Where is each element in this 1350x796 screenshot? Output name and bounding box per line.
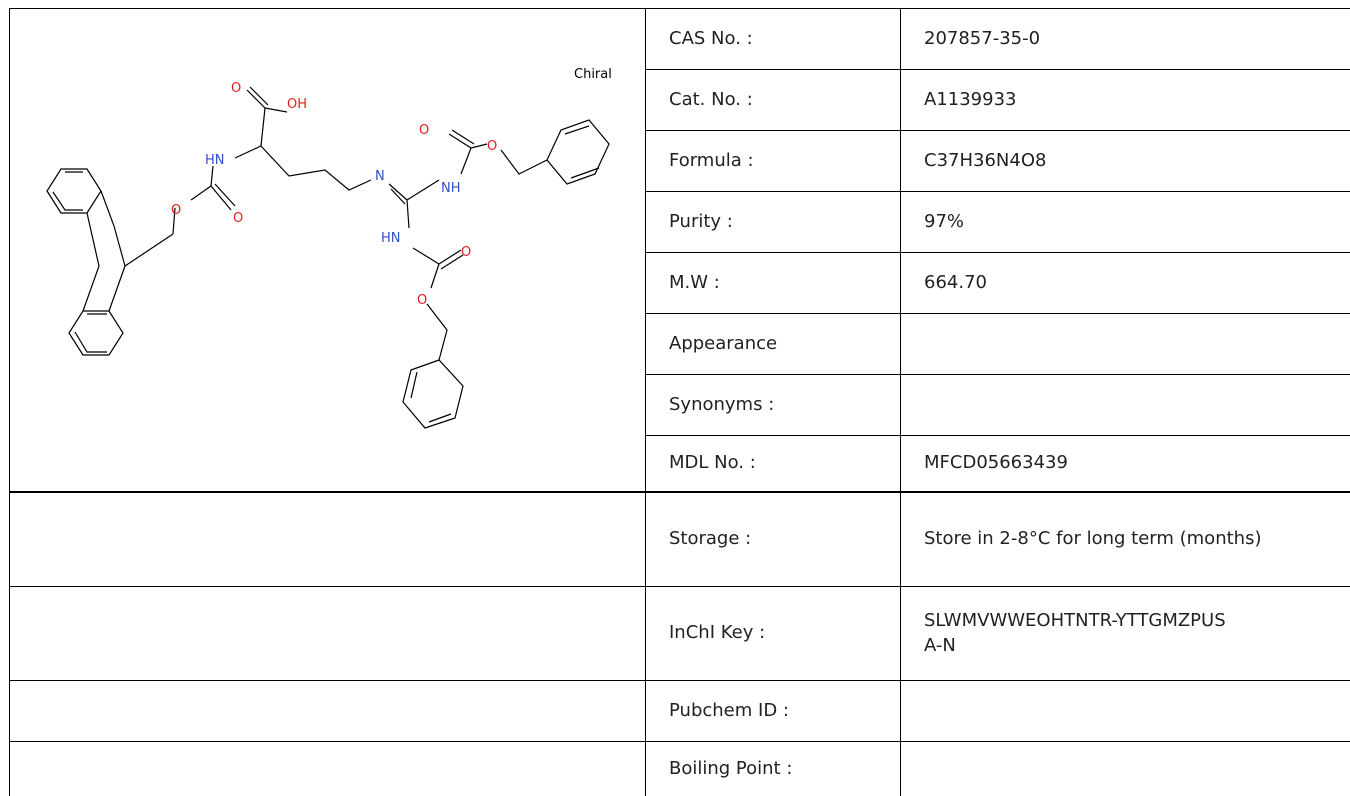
property-label-cas: CAS No. : xyxy=(669,27,753,49)
row-divider xyxy=(645,374,1350,375)
atom-label: N xyxy=(375,169,385,184)
property-label-appearance: Appearance xyxy=(669,332,778,354)
benzyl-ring-bottom xyxy=(402,359,464,429)
property-label-formula: Formula : xyxy=(669,149,754,171)
fluorene-ring-bottom xyxy=(68,310,124,356)
atom-label: O xyxy=(417,293,427,308)
atom-label: HN xyxy=(381,231,401,246)
column-divider xyxy=(645,8,646,796)
fluorene-ring-top xyxy=(46,168,102,214)
property-label-storage: Storage : xyxy=(669,528,752,550)
property-label-synonyms: Synonyms : xyxy=(669,393,775,415)
property-label-cat: Cat. No. : xyxy=(669,88,753,110)
property-value-synonyms xyxy=(901,375,1350,435)
row-divider xyxy=(9,491,1350,493)
property-value-formula: C37H36N4O8 xyxy=(924,149,1047,171)
property-value-mw: 664.70 xyxy=(924,271,987,293)
property-value-inchikey: SLWMVWWEOHTNTR-YTTGMZPUSA-N xyxy=(924,610,1226,656)
row-divider xyxy=(645,191,1350,192)
product-spec-table: Chiral O OH HN O O N O O NH HN O O xyxy=(9,8,1350,796)
atom-label: HN xyxy=(205,153,225,168)
benzyl-ring-top xyxy=(546,119,610,185)
property-value-pubchem xyxy=(901,681,1350,741)
property-value-purity: 97% xyxy=(924,210,965,232)
property-label-mw: M.W : xyxy=(669,271,720,293)
property-value-storage: Store in 2-8°C for long term (months) xyxy=(924,528,1262,550)
property-value-appearance xyxy=(901,314,1350,374)
row-divider xyxy=(645,313,1350,314)
structure-drawing: Chiral O OH HN O O N O O NH HN O O xyxy=(46,67,612,429)
atom-label: O xyxy=(487,139,497,154)
property-value-cas: 207857-35-0 xyxy=(924,27,1041,49)
property-label-purity: Purity : xyxy=(669,210,733,232)
property-value-mdl: MFCD05663439 xyxy=(924,452,1068,474)
table-border-left xyxy=(9,8,10,796)
atom-label: O xyxy=(171,203,181,218)
row-divider xyxy=(645,252,1350,253)
atom-label: OH xyxy=(287,97,307,112)
row-divider xyxy=(645,435,1350,436)
atom-label: O xyxy=(231,81,241,96)
property-label-mdl: MDL No. : xyxy=(669,452,756,474)
atom-label: NH xyxy=(441,181,461,196)
property-value-cat: A1139933 xyxy=(924,88,1017,110)
row-divider xyxy=(645,130,1350,131)
property-label-inchikey: InChI Key : xyxy=(669,622,766,644)
property-label-pubchem: Pubchem ID : xyxy=(669,699,789,721)
row-divider xyxy=(9,680,1350,681)
atom-label: O xyxy=(419,123,429,138)
table-border-top xyxy=(9,8,1350,9)
atom-label: O xyxy=(461,245,471,260)
atom-label: O xyxy=(233,211,243,226)
column-divider xyxy=(900,8,901,796)
row-divider xyxy=(9,586,1350,587)
property-value-boiling-point xyxy=(901,742,1350,796)
chiral-label: Chiral xyxy=(574,67,612,82)
property-label-boiling-point: Boiling Point : xyxy=(669,757,793,779)
row-divider xyxy=(645,69,1350,70)
row-divider xyxy=(9,741,1350,742)
molecule-structure-image: Chiral O OH HN O O N O O NH HN O O xyxy=(9,8,645,491)
